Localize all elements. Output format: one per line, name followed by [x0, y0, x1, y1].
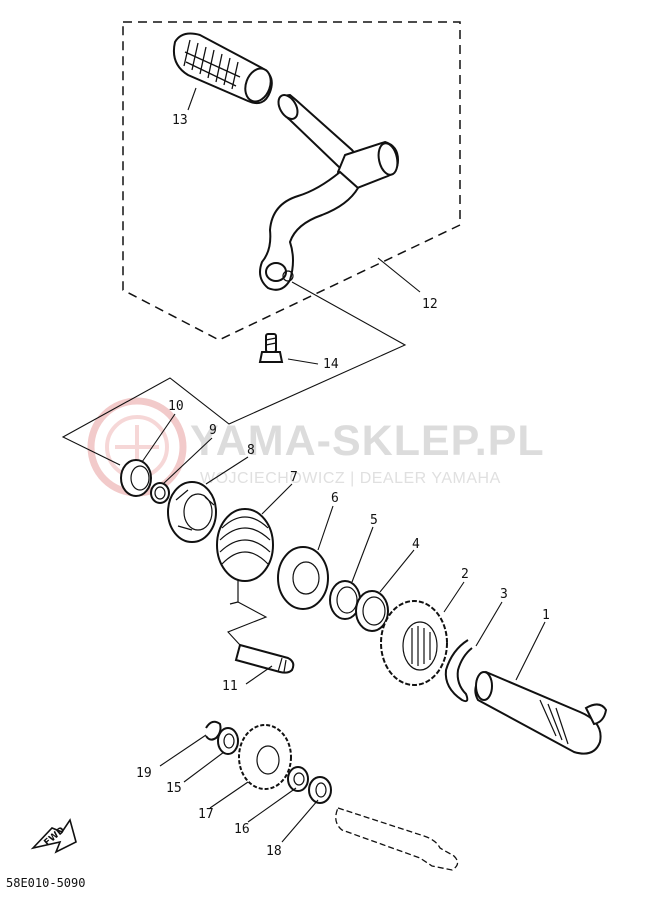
watermark: YAMA-SKLEP.PL WOJCIECHOWICZ | DEALER YAM… — [87, 397, 545, 497]
watermark-brand: YAMA-SKLEP.PL — [190, 417, 545, 465]
part-16-collar — [287, 766, 309, 792]
kick-shaft-alignment-line — [61, 281, 407, 466]
part-6-spring-cover — [277, 546, 329, 610]
callout-13: 13 — [172, 113, 188, 128]
part-14-bolt — [258, 333, 284, 363]
callout-14: 14 — [323, 357, 339, 372]
callout-numbers: 13 12 14 10 9 8 7 6 5 4 2 3 1 11 19 15 1… — [136, 113, 550, 859]
callout-4: 4 — [412, 537, 420, 552]
kick-crank-assembly-outline — [122, 21, 461, 341]
callout-16: 16 — [234, 822, 250, 837]
callout-1: 1 — [542, 608, 550, 623]
part-5-circlip — [329, 580, 361, 620]
part-10-oil-seal — [120, 459, 152, 497]
part-8-spring-guide — [167, 481, 217, 543]
callout-7: 7 — [290, 470, 298, 485]
part-13-grip — [172, 32, 273, 105]
callout-2: 2 — [461, 567, 469, 582]
part-18-washer — [308, 776, 332, 804]
part-3-clip — [444, 639, 473, 703]
part-2-kick-gear — [380, 600, 448, 686]
callout-3: 3 — [500, 587, 508, 602]
callout-12: 12 — [422, 297, 438, 312]
callout-10: 10 — [168, 399, 184, 414]
diagram-code: 58E010-5090 — [6, 876, 85, 890]
part-4-washer — [355, 590, 389, 632]
watermark-dealer: WOJCIECHOWICZ | DEALER YAMAHA — [200, 470, 501, 487]
part-7-torsion-spring — [216, 508, 274, 605]
part-1-kick-axle — [474, 670, 608, 755]
callout-15: 15 — [166, 781, 182, 796]
callout-11: 11 — [222, 679, 238, 694]
callout-5: 5 — [370, 513, 378, 528]
callout-19: 19 — [136, 766, 152, 781]
reference-shaft-phantom — [335, 807, 459, 871]
callout-8: 8 — [247, 443, 255, 458]
part-12-kick-crank — [259, 93, 400, 291]
forward-arrow-icon: FWD — [30, 818, 77, 854]
callout-9: 9 — [209, 423, 217, 438]
leader-lines — [141, 87, 546, 843]
callout-17: 17 — [198, 807, 214, 822]
callout-6: 6 — [331, 491, 339, 506]
part-17-idler-gear — [238, 724, 292, 790]
part-11-shaft — [227, 601, 295, 674]
part-9-circlip — [150, 482, 170, 504]
part-15-washer — [217, 727, 239, 755]
callout-18: 18 — [266, 844, 282, 859]
